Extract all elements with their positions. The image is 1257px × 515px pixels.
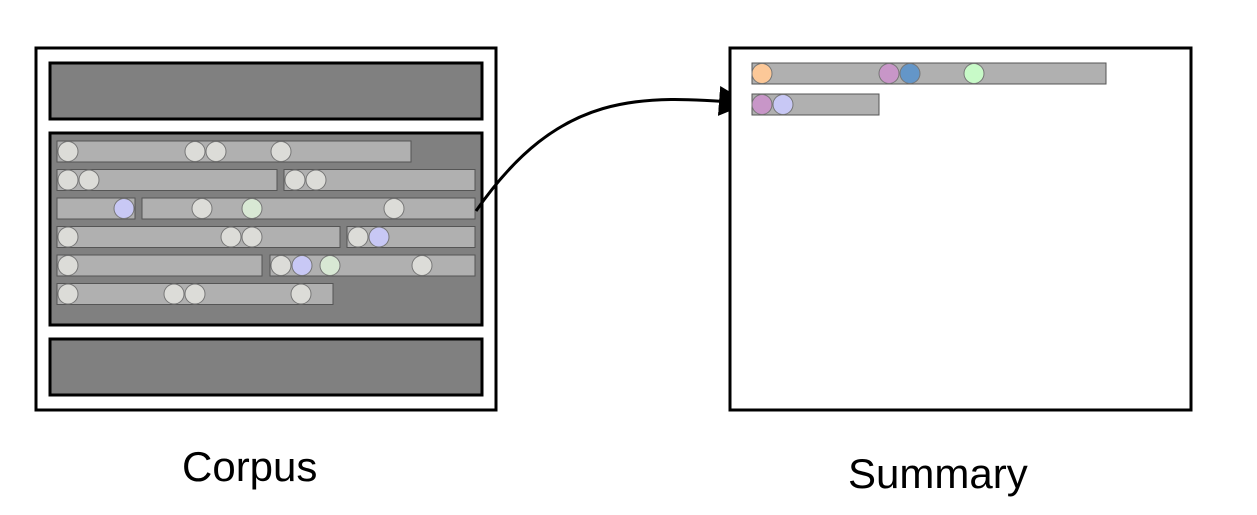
keyword-dot-grey	[78, 169, 100, 191]
corpus-label: Corpus	[182, 443, 318, 490]
keyword-dot-lavender	[291, 255, 313, 276]
keyword-dot-grey	[57, 283, 79, 305]
keyword-dot-grey	[383, 198, 405, 219]
corpus-document	[34, 46, 498, 412]
keyword-dot-grey	[57, 226, 79, 248]
keyword-dot-grey	[305, 169, 327, 191]
corpus-sentence	[269, 254, 476, 277]
keyword-dot-grey	[220, 226, 242, 248]
keyword-dot-grey	[57, 141, 79, 162]
keyword-dot-pink	[751, 94, 773, 115]
corpus-sentence-bar	[56, 254, 263, 277]
keyword-dot-grey	[270, 141, 292, 162]
summary-sentence	[751, 93, 880, 116]
keyword-dot-grey	[270, 255, 292, 276]
keyword-dot-pale_green	[241, 198, 263, 219]
keyword-dot-grey	[191, 198, 213, 219]
keyword-dot-grey	[347, 226, 369, 248]
corpus-footer-block	[48, 337, 484, 397]
keyword-dot-green	[963, 63, 985, 84]
corpus-sentence	[141, 197, 476, 220]
keyword-dot-lavender	[368, 226, 390, 248]
keyword-dot-blue	[899, 63, 921, 84]
corpus-sentence	[346, 226, 476, 248]
corpus-sentence	[56, 197, 136, 220]
keyword-dot-lavender	[113, 198, 135, 219]
keyword-dot-grey	[163, 283, 185, 305]
corpus-sentence-bar	[56, 169, 278, 191]
summary-text-bars	[751, 62, 1107, 116]
corpus-sentence	[56, 254, 263, 277]
corpus-sentence-bar	[56, 226, 341, 248]
corpus-text-bars	[56, 140, 476, 305]
summary-document	[728, 46, 1193, 412]
corpus-sentence-bar	[56, 140, 412, 163]
keyword-dot-grey	[284, 169, 306, 191]
corpus-sentence-bar	[283, 169, 476, 191]
corpus-sentence	[56, 226, 341, 248]
keyword-dot-grey	[205, 141, 227, 162]
keyword-dot-grey	[411, 255, 433, 276]
keyword-dot-grey	[57, 255, 79, 276]
summary-sentence	[751, 62, 1107, 85]
keyword-dot-pink	[878, 63, 900, 84]
corpus-sentence	[56, 283, 334, 305]
corpus-sentence	[56, 169, 278, 191]
keyword-dot-orange	[751, 63, 773, 84]
keyword-dot-lavender	[772, 94, 794, 115]
corpus-to-summary-arrow	[474, 86, 749, 212]
keyword-dot-grey	[241, 226, 263, 248]
corpus-header-block	[48, 61, 484, 121]
corpus-sentence	[56, 140, 412, 163]
keyword-dot-pale_green	[319, 255, 341, 276]
summary-label: Summary	[848, 450, 1028, 497]
keyword-dot-grey	[184, 283, 206, 305]
keyword-dot-grey	[290, 283, 312, 305]
corpus-sentence	[283, 169, 476, 191]
summary-sentence-bar	[751, 62, 1107, 85]
keyword-dot-grey	[184, 141, 206, 162]
keyword-dot-grey	[57, 169, 79, 191]
